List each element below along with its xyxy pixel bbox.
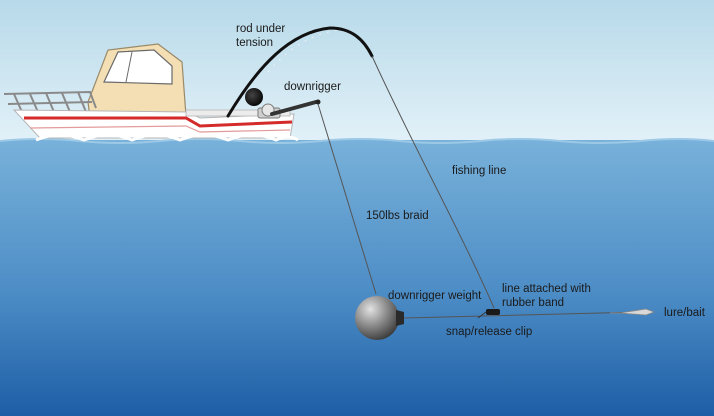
label-lure-bait: lure/bait (664, 307, 705, 319)
water (0, 140, 714, 416)
label-line-attached: line attached with rubber band (502, 282, 591, 310)
hull-stripe-lower (29, 125, 291, 133)
downrigger-weight-icon (355, 296, 404, 340)
release-clip-icon (477, 309, 500, 319)
label-downrigger: downrigger (284, 81, 341, 93)
label-rod-line2: tension (236, 37, 274, 49)
boat-railing (3, 90, 97, 113)
label-attached-line1: line attached with (502, 283, 591, 295)
lure-icon (610, 308, 656, 316)
fishing-rod (226, 26, 374, 118)
water-surface (0, 138, 714, 144)
label-rod-under-tension: rod under tension (236, 22, 285, 50)
trailing-line (403, 311, 641, 319)
label-braid: 150lbs braid (366, 210, 429, 222)
braid-line (317, 103, 377, 295)
bow-wave (35, 133, 299, 142)
label-downrigger-weight: downrigger weight (388, 290, 482, 302)
downrigger (257, 99, 321, 119)
hull-stripe (24, 116, 293, 128)
boat (3, 43, 299, 142)
boat-window (103, 49, 173, 85)
label-fishing-line: fishing line (452, 165, 507, 177)
label-snap-release-clip: snap/release clip (446, 326, 533, 338)
label-attached-line2: rubber band (502, 297, 565, 309)
rod-reel-icon (245, 88, 263, 106)
label-rod-line1: rod under (236, 23, 286, 35)
fishing-line-path (371, 55, 495, 309)
